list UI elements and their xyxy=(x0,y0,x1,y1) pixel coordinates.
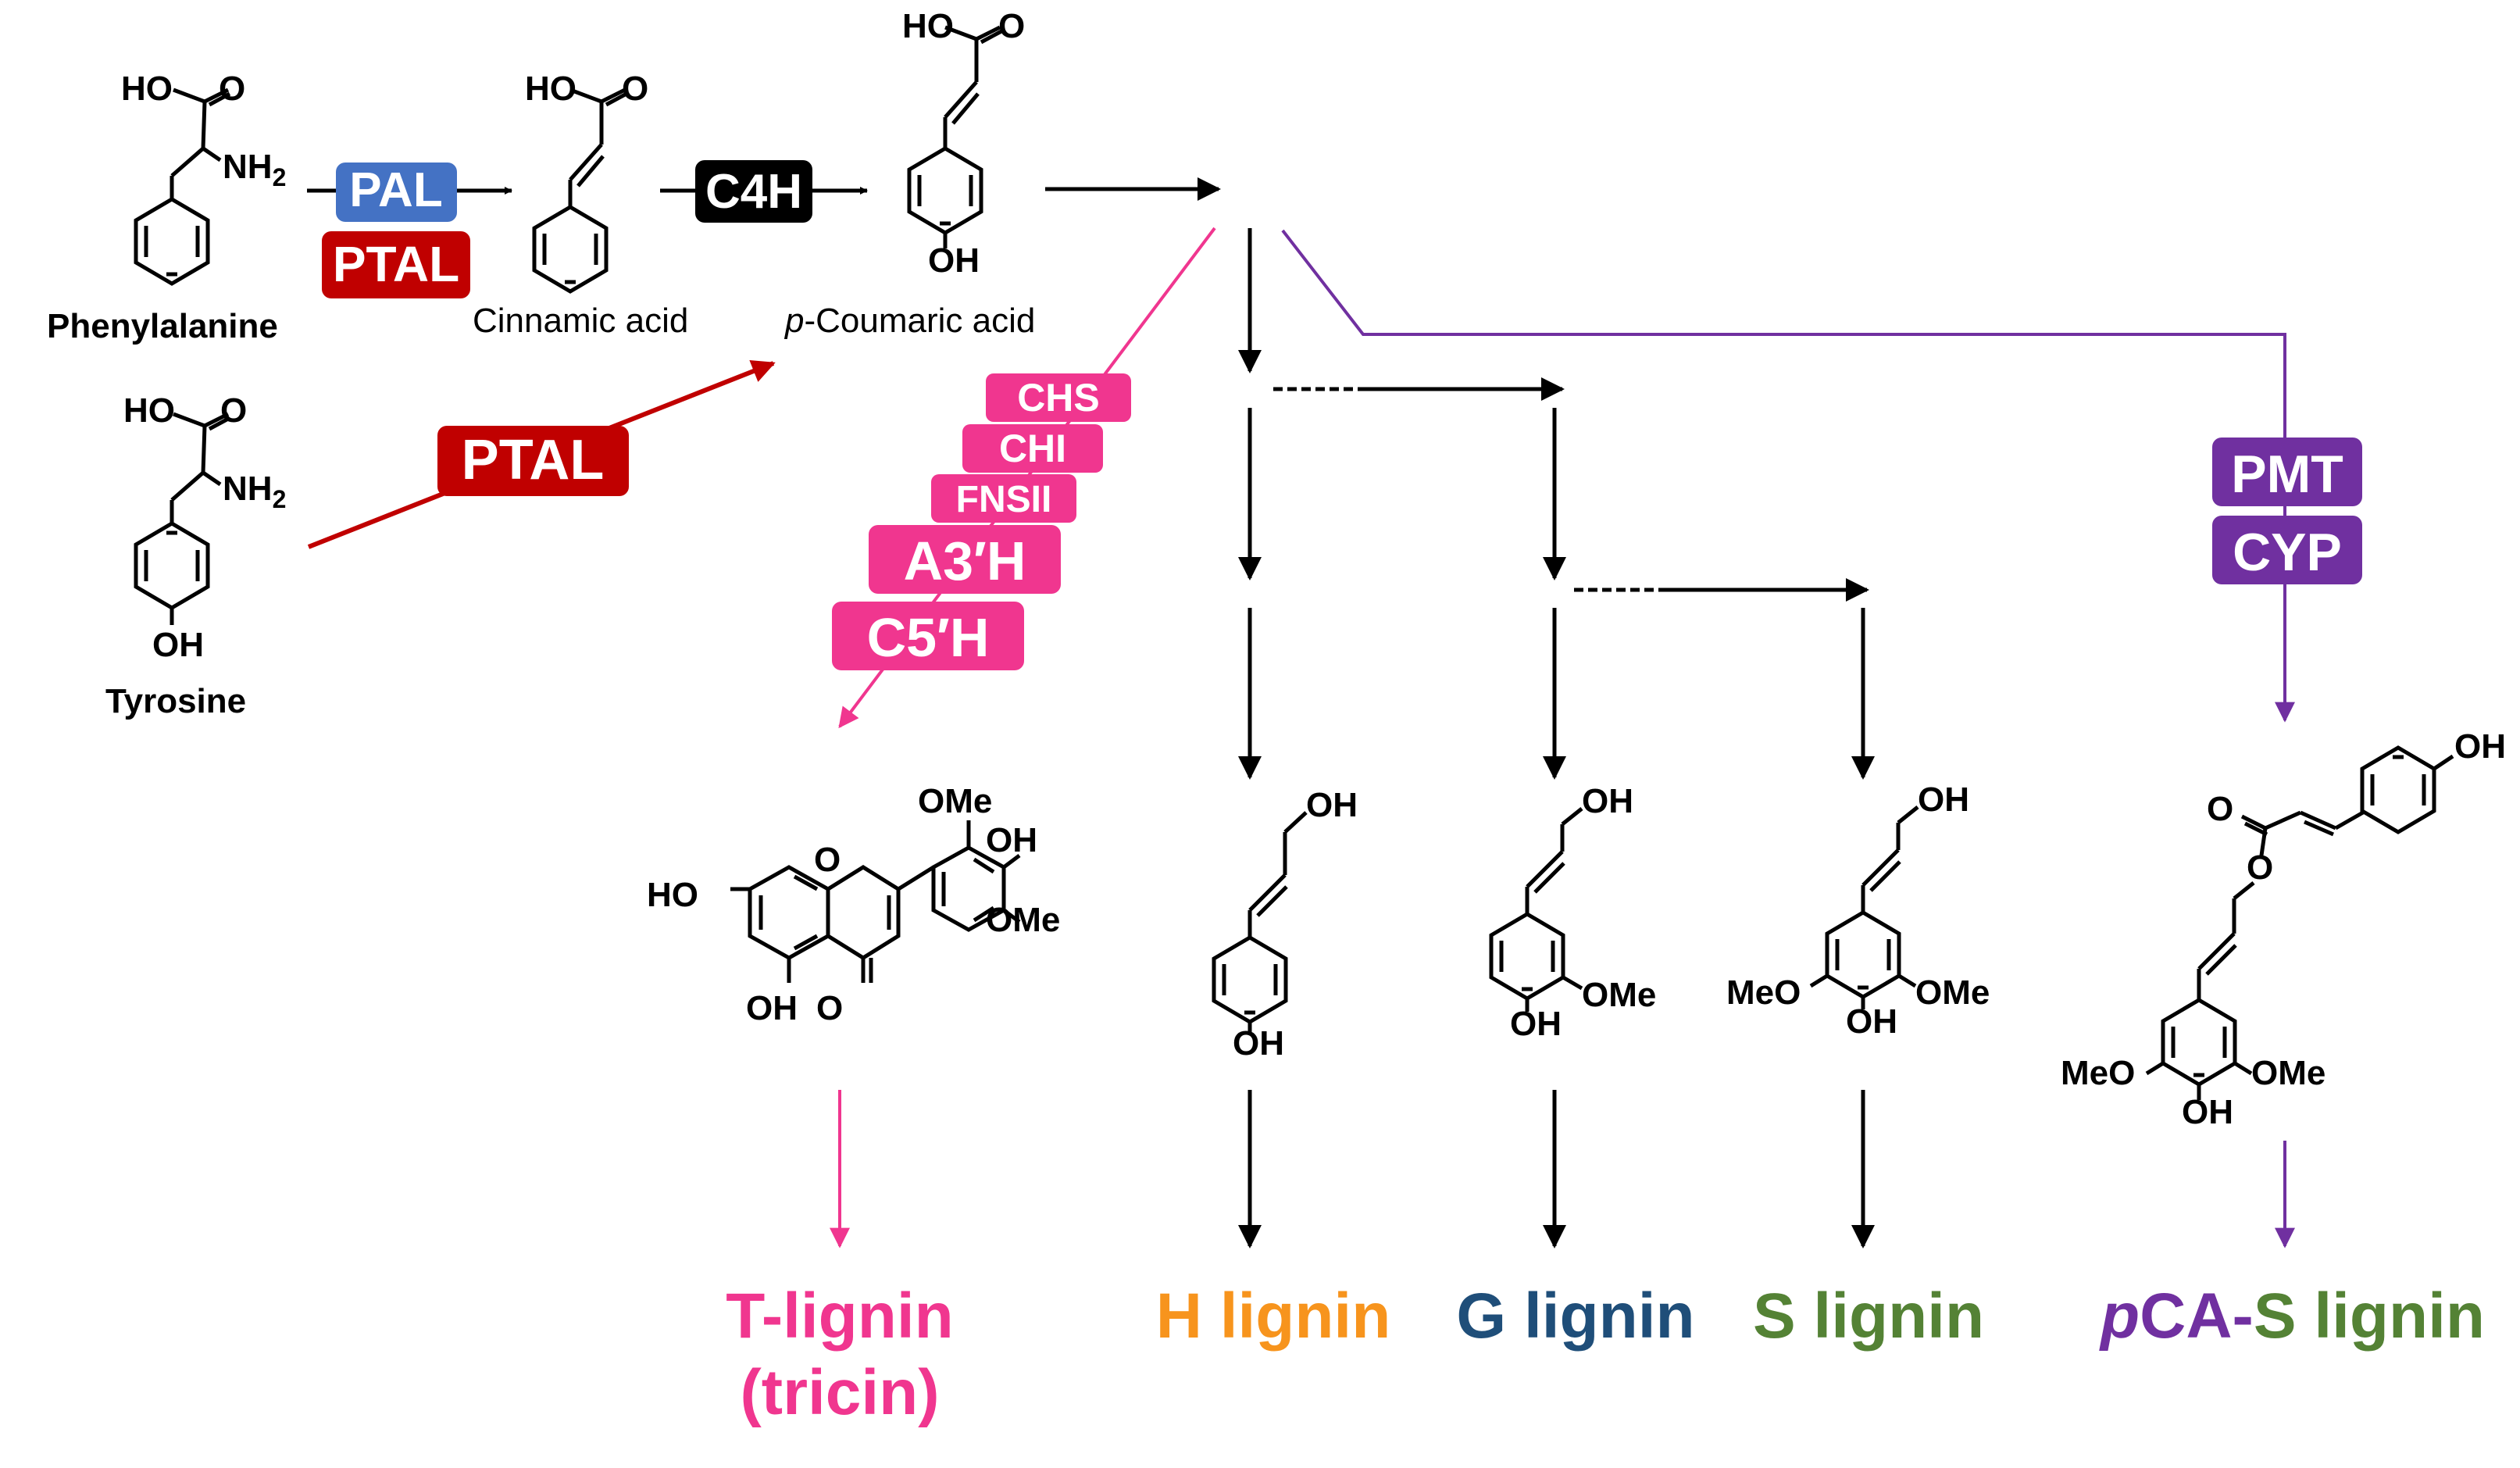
tyrosine-ho-label: HO xyxy=(123,391,175,430)
tricin-ho-label: HO xyxy=(647,876,698,914)
cinnamic-o-label: O xyxy=(622,70,648,108)
g-monolignol-ome-label: OMe xyxy=(1582,976,1656,1014)
pca-carbonyl-o-label: O xyxy=(2207,790,2233,828)
s-monolignol-ome-label: OMe xyxy=(1915,973,1990,1012)
chs-enzyme-label: CHS xyxy=(1017,376,1100,420)
pca-meo-label: MeO xyxy=(2061,1054,2135,1092)
s-monolignol-oh-bottom-label: OH xyxy=(1846,1002,1897,1041)
pal-enzyme-label: PAL xyxy=(349,163,442,217)
tyrosine-oh-label: OH xyxy=(152,626,204,664)
a3h-enzyme-box xyxy=(869,525,1061,594)
chs-enzyme-box xyxy=(986,373,1131,422)
h-lignin-label: H lignin xyxy=(1156,1280,1391,1352)
h-monolignol-oh-top-label: OH xyxy=(1306,786,1358,824)
pca-phenol-oh-label: OH xyxy=(2454,727,2506,766)
phenylalanine-structure xyxy=(134,88,231,286)
h-monolignol-oh-bottom-label: OH xyxy=(1233,1024,1284,1063)
p-coumaric-acid-structure xyxy=(907,25,1003,248)
cinnamic-acid-structure xyxy=(532,88,628,294)
c4h-enzyme-label: C4H xyxy=(705,165,802,219)
g-monolignol-oh-bottom-label: OH xyxy=(1510,1005,1562,1043)
fnsii-enzyme-box xyxy=(931,474,1076,523)
s-lignin-label: S lignin xyxy=(1753,1280,1984,1352)
pmt-enzyme-label: PMT xyxy=(2231,445,2343,504)
c4h-enzyme-box xyxy=(695,160,812,223)
p-coumaric-ho-label: HO xyxy=(902,7,954,45)
phenylalanine-nh2-label: NH2 xyxy=(223,148,286,191)
p-coumaric-o-label: O xyxy=(998,7,1025,45)
phenylalanine-ho-label: HO xyxy=(121,70,173,108)
pmt-enzyme-box xyxy=(2212,438,2362,506)
tricin-ome-top-label: OMe xyxy=(918,782,992,820)
c5h-enzyme-label: C5′H xyxy=(867,607,990,668)
g-monolignol-structure xyxy=(1489,807,1583,1012)
tricin-structure xyxy=(730,820,1021,983)
tricin-keto-o-label: O xyxy=(816,989,843,1027)
tyrosine-o-label: O xyxy=(220,391,247,430)
pca-branch-arrow xyxy=(1281,229,2295,723)
cyp-enzyme-label: CYP xyxy=(2233,523,2342,582)
tyrosine-nh2-label: NH2 xyxy=(223,470,286,513)
pca-s-conjugate-structure xyxy=(2145,745,2454,1100)
cinnamic-acid-name: Cinnamic acid xyxy=(473,302,688,340)
c5h-enzyme-box xyxy=(832,602,1024,670)
ptal-enzyme-label-top: PTAL xyxy=(333,236,459,292)
p-coumaric-oh-label: OH xyxy=(928,241,980,280)
phenylalanine-o-label: O xyxy=(219,70,245,108)
s-monolignol-meo-label: MeO xyxy=(1726,973,1801,1012)
s-monolignol-oh-top-label: OH xyxy=(1918,780,1969,819)
ptal-enzyme-label-tyr: PTAL xyxy=(462,429,605,491)
a3h-enzyme-label: A3′H xyxy=(904,530,1026,591)
tyrosine-structure xyxy=(134,412,231,625)
h-monolignol-structure xyxy=(1212,811,1308,1035)
t-lignin-label: T-lignin xyxy=(726,1280,953,1352)
s-monolignol-structure xyxy=(1809,805,1919,1009)
cinnamic-ho-label: HO xyxy=(525,70,576,108)
tricin-ome-bottom-label: OMe xyxy=(986,901,1060,939)
main-cascade-arrows xyxy=(1238,228,1875,1248)
chi-enzyme-box xyxy=(962,424,1103,473)
pca-ester-o-label: O xyxy=(2247,848,2273,887)
phenylalanine-name: Phenylalanine xyxy=(47,307,278,345)
tricin-ring-o-label: O xyxy=(814,841,841,879)
tyrosine-name: Tyrosine xyxy=(105,682,246,720)
ptal-enzyme-box-top xyxy=(322,231,470,298)
tricin-oh-label: OH xyxy=(746,989,798,1027)
g-lignin-label: G lignin xyxy=(1456,1280,1694,1352)
tricin-label: (tricin) xyxy=(740,1357,939,1428)
pca-oh-bottom-label: OH xyxy=(2182,1093,2233,1131)
g-monolignol-oh-top-label: OH xyxy=(1582,782,1633,820)
fnsii-enzyme-label: FNSII xyxy=(956,479,1052,520)
cyp-enzyme-box xyxy=(2212,516,2362,584)
pca-ome-label: OMe xyxy=(2251,1054,2325,1092)
chi-enzyme-label: CHI xyxy=(999,427,1066,470)
pca-s-lignin-label: pCA-S lignin xyxy=(2099,1280,2485,1352)
tricin-oh-ring-label: OH xyxy=(986,821,1037,859)
p-coumaric-acid-name: p-Coumaric acid xyxy=(783,302,1035,340)
pal-enzyme-box xyxy=(336,163,457,222)
ptal-enzyme-box-tyr xyxy=(437,426,629,496)
